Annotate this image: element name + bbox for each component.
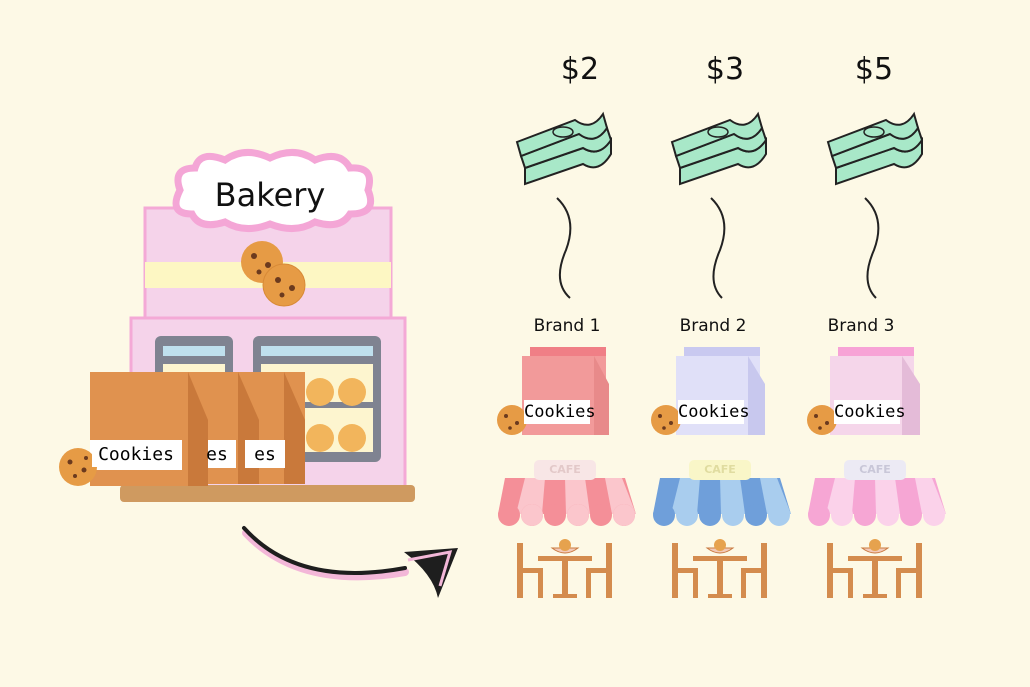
bakery-bag-label: Cookies (92, 443, 180, 467)
brand-2-cafe-sign: CAFE (689, 460, 751, 480)
cafe-awning-icon (498, 478, 946, 526)
bakery-bag-label-partial: es (206, 444, 228, 465)
cookie-icon (59, 448, 97, 486)
cookie-bag-icon (90, 372, 305, 486)
brand-1-cafe-sign: CAFE (534, 460, 596, 480)
brand-3-cafe-sign: CAFE (844, 460, 906, 480)
brand-1-bag-label: Cookies (524, 400, 596, 424)
money-stack-icon (515, 111, 924, 186)
connector-lines (556, 197, 880, 299)
brand-3-label: Brand 3 (827, 316, 895, 336)
price-brand-2: $3 (705, 52, 745, 87)
price-brand-1: $2 (560, 52, 600, 87)
brand-1-label: Brand 1 (533, 316, 601, 336)
brand-2-bag-label: Cookies (678, 400, 750, 424)
curved-arrow-icon (242, 526, 458, 598)
cafe-table-icon (517, 539, 922, 598)
price-brand-3: $5 (854, 52, 894, 87)
brand-3-bag-label: Cookies (834, 400, 906, 424)
bakery-bag-label-partial: es (254, 444, 276, 465)
brand-2-label: Brand 2 (679, 316, 747, 336)
bakery-sign: Bakery (214, 176, 326, 214)
